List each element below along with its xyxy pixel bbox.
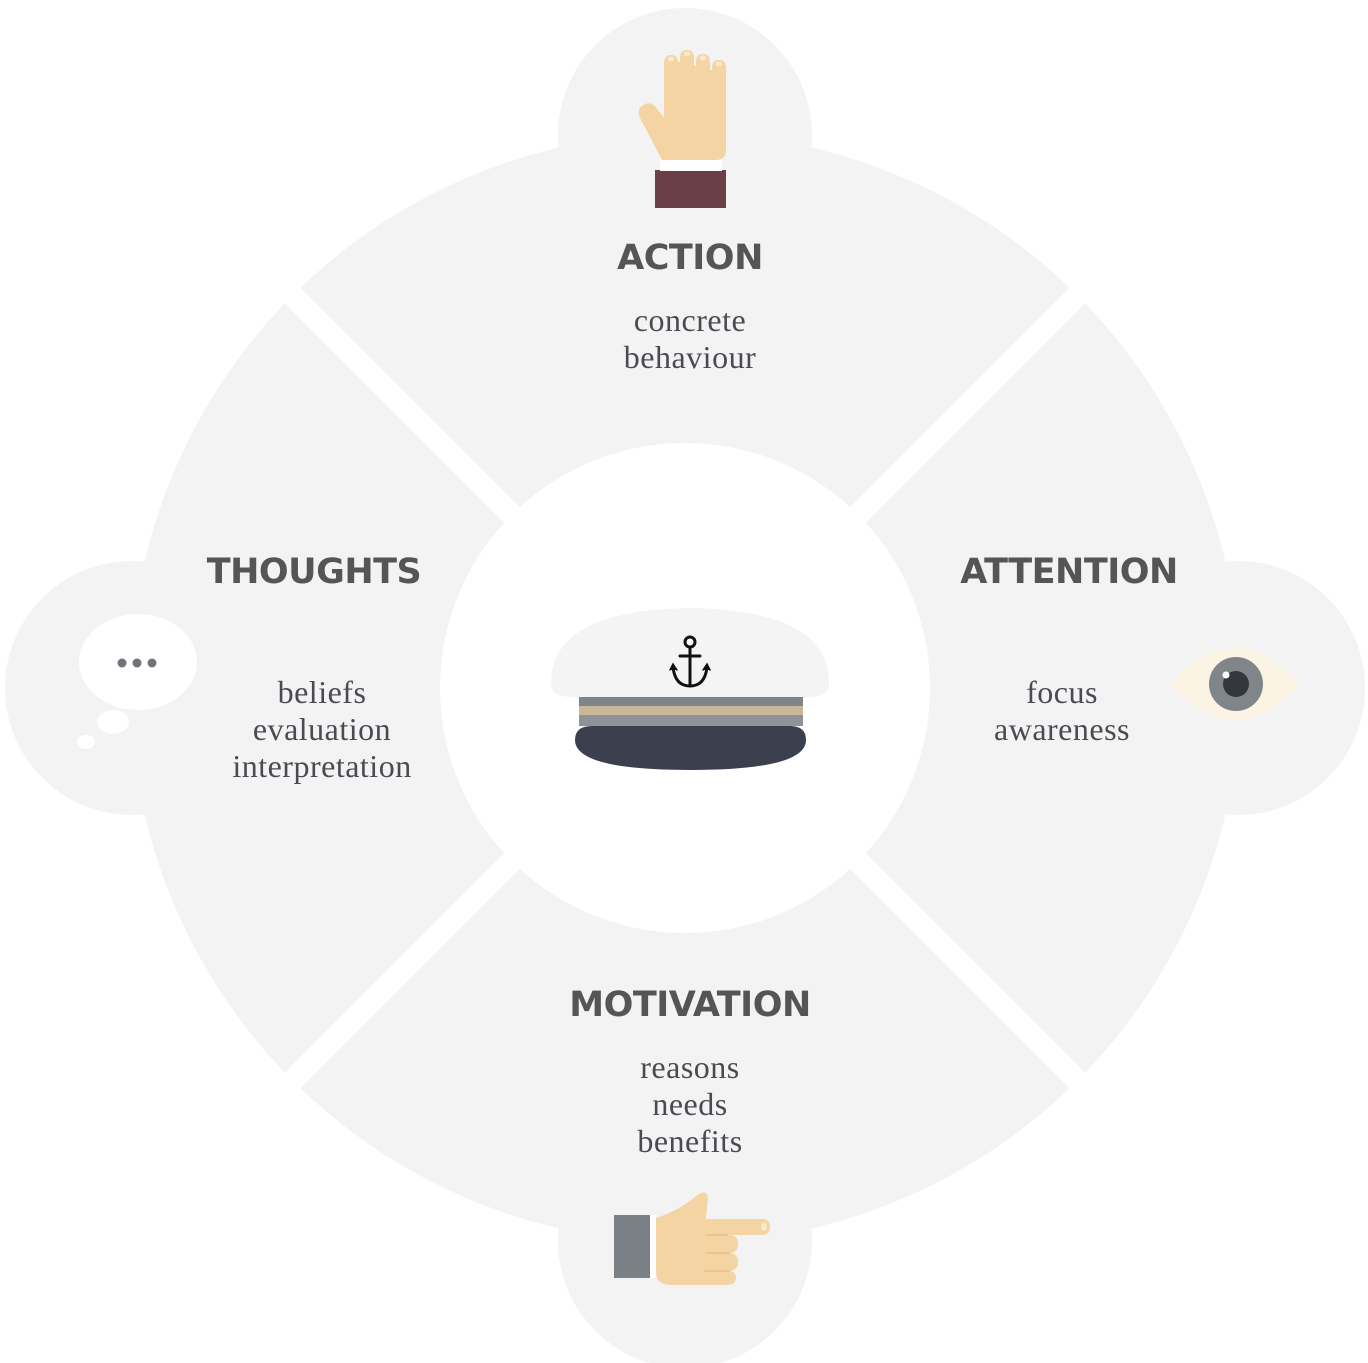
motivation-line: needs <box>652 1086 728 1122</box>
action-line: behaviour <box>623 339 757 375</box>
motivation-description: reasons needs benefits <box>590 1049 790 1160</box>
pointing-hand-icon <box>614 1192 770 1285</box>
action-description: concrete behaviour <box>560 302 820 376</box>
attention-line: focus <box>1026 674 1098 710</box>
thoughts-title: THOUGHTS <box>206 552 422 592</box>
anchor-icon <box>669 635 711 688</box>
attention-description: focus awareness <box>952 674 1172 748</box>
captain-hat-icon <box>551 608 829 770</box>
motivation-title: MOTIVATION <box>569 985 811 1025</box>
action-title: ACTION <box>617 238 763 278</box>
raised-hand-icon <box>638 50 726 208</box>
thoughts-description: beliefs evaluation interpretation <box>202 674 442 785</box>
action-line: concrete <box>633 302 747 338</box>
thought-bubble-icon <box>77 614 197 749</box>
attention-line: awareness <box>994 711 1130 747</box>
motivation-line: benefits <box>637 1123 743 1159</box>
motivation-line: reasons <box>640 1049 740 1085</box>
thoughts-line: evaluation <box>252 711 392 747</box>
thoughts-line: interpretation <box>232 748 412 784</box>
thoughts-line: beliefs <box>277 674 367 710</box>
eye-icon <box>1170 648 1300 720</box>
attention-title: ATTENTION <box>960 552 1178 592</box>
